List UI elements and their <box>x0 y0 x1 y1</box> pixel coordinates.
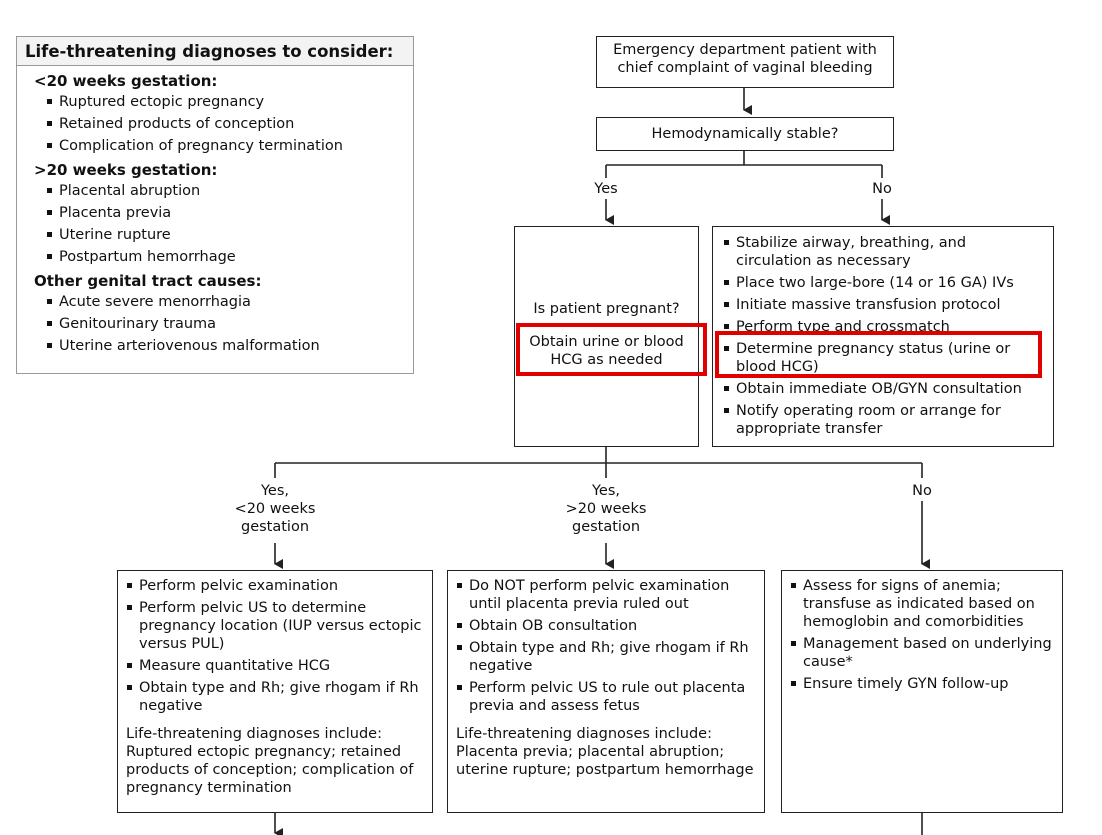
legend-heading: Other genital tract causes: <box>34 272 262 290</box>
label-yes: Yes <box>594 181 618 197</box>
legend-section-lt20: <20 weeks gestation: Ruptured ectopic pr… <box>17 72 413 155</box>
start-node: Emergency department patient with chief … <box>596 36 894 88</box>
lt20-item: Measure quantitative HCG <box>126 657 424 675</box>
legend-box: Life-threatening diagnoses to consider: … <box>16 36 414 374</box>
unstable-item: Determine pregnancy status (urine or blo… <box>723 340 1045 376</box>
lt20-management-node: Perform pelvic examination Perform pelvi… <box>117 570 433 813</box>
legend-section-gt20: >20 weeks gestation: Placental abruption… <box>17 161 413 266</box>
unstable-item: Stabilize airway, breathing, and circula… <box>723 234 1045 270</box>
unstable-item: Notify operating room or arrange for app… <box>723 402 1045 438</box>
unstable-item: Obtain immediate OB/GYN consultation <box>723 380 1045 398</box>
pregnant-question-node: Is patient pregnant? Obtain urine or blo… <box>514 226 699 447</box>
start-node-text: Emergency department patient with chief … <box>613 42 877 76</box>
legend-section-other: Other genital tract causes: Acute severe… <box>17 272 413 355</box>
label-no-pregnant: No <box>912 483 932 499</box>
legend-item: Uterine arteriovenous malformation <box>46 337 413 355</box>
label-yes-lt20: Yes, <20 weeks gestation <box>215 482 335 536</box>
gt20-item: Obtain OB consultation <box>456 617 756 635</box>
legend-item: Ruptured ectopic pregnancy <box>46 93 413 111</box>
legend-item: Complication of pregnancy termination <box>46 137 413 155</box>
label-line: Yes, <box>591 483 621 499</box>
legend-item: Placenta previa <box>46 204 413 222</box>
unstable-item: Place two large-bore (14 or 16 GA) IVs <box>723 274 1045 292</box>
lt20-item: Perform pelvic examination <box>126 577 424 595</box>
gt20-management-node: Do NOT perform pelvic examination until … <box>447 570 765 813</box>
not-pregnant-item: Management based on underlying cause* <box>790 635 1054 671</box>
legend-item: Acute severe menorrhagia <box>46 293 413 311</box>
legend-heading: >20 weeks gestation: <box>34 161 218 179</box>
legend-title: Life-threatening diagnoses to consider: <box>17 37 413 66</box>
stable-question-text: Hemodynamically stable? <box>651 126 839 142</box>
unstable-item: Initiate massive transfusion protocol <box>723 296 1045 314</box>
label-line: <20 weeks <box>234 501 316 517</box>
lt20-note: Life-threatening diagnoses include: Rupt… <box>126 726 414 796</box>
highlight-hcg-right <box>715 331 1042 378</box>
gt20-item: Obtain type and Rh; give rhogam if Rh ne… <box>456 639 756 675</box>
label-line: Yes, <box>260 483 290 499</box>
legend-item: Retained products of conception <box>46 115 413 133</box>
legend-item: Genitourinary trauma <box>46 315 413 333</box>
legend-heading: <20 weeks gestation: <box>34 72 218 90</box>
legend-item: Postpartum hemorrhage <box>46 248 413 266</box>
label-no: No <box>872 181 892 197</box>
not-pregnant-item: Assess for signs of anemia; transfuse as… <box>790 577 1054 631</box>
legend-item: Placental abruption <box>46 182 413 200</box>
unstable-management-node: Stabilize airway, breathing, and circula… <box>712 226 1054 447</box>
not-pregnant-item: Ensure timely GYN follow-up <box>790 675 1054 693</box>
pregnant-question-text: Is patient pregnant? <box>533 301 680 317</box>
legend-item: Uterine rupture <box>46 226 413 244</box>
label-line: gestation <box>571 519 641 535</box>
label-yes-gt20: Yes, >20 weeks gestation <box>546 482 666 536</box>
label-line: >20 weeks <box>565 501 647 517</box>
not-pregnant-management-node: Assess for signs of anemia; transfuse as… <box>781 570 1063 813</box>
highlight-hcg-left <box>516 323 707 376</box>
gt20-item: Do NOT perform pelvic examination until … <box>456 577 756 613</box>
lt20-item: Perform pelvic US to determine pregnancy… <box>126 599 424 653</box>
label-line: gestation <box>240 519 310 535</box>
gt20-item: Perform pelvic US to rule out placenta p… <box>456 679 756 715</box>
stable-question-node: Hemodynamically stable? <box>596 117 894 151</box>
pregnant-action-text: Obtain urine or blood HCG as needed <box>529 334 684 368</box>
gt20-note: Life-threatening diagnoses include: Plac… <box>456 726 754 778</box>
lt20-item: Obtain type and Rh; give rhogam if Rh ne… <box>126 679 424 715</box>
